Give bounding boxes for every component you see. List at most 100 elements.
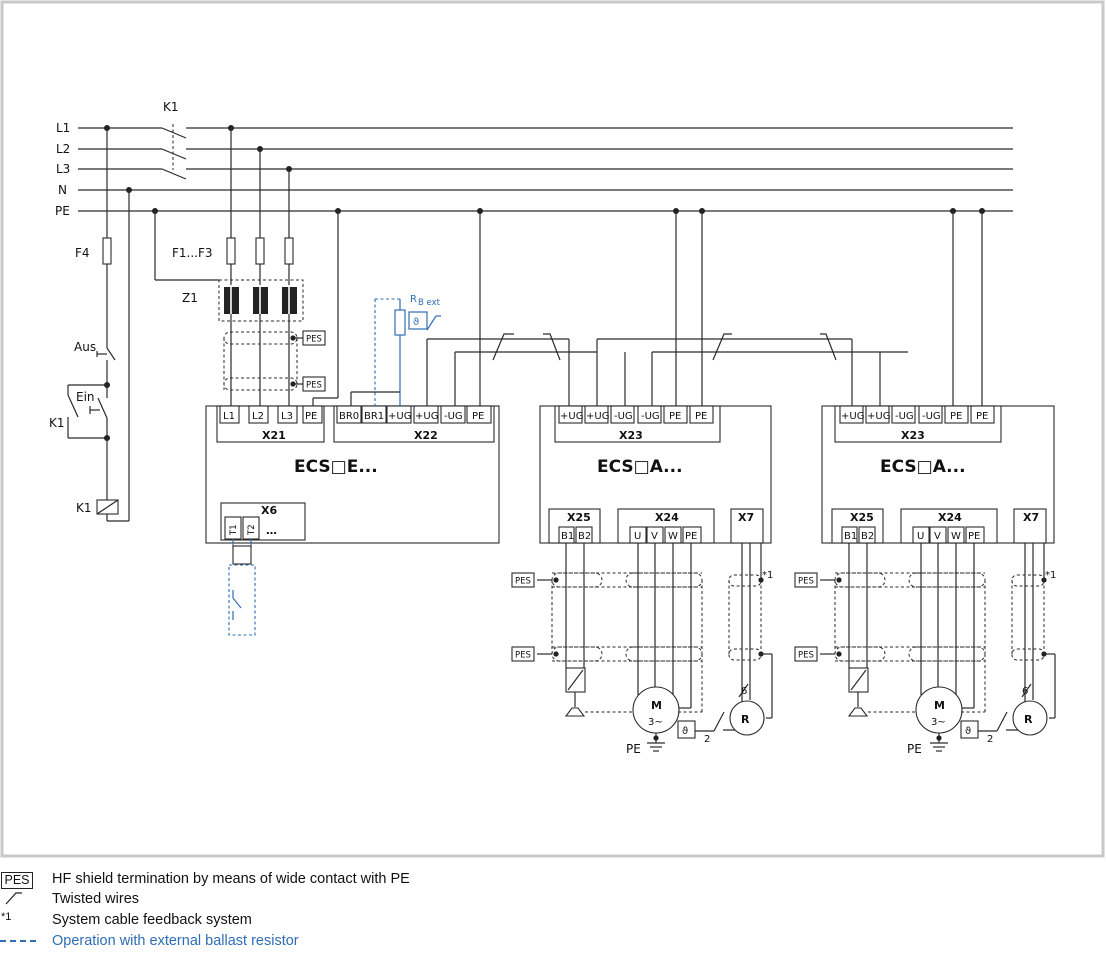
theta-icon: ϑ bbox=[413, 317, 419, 328]
star1-symbol: *1 bbox=[1, 911, 12, 923]
resolver-label: R bbox=[741, 713, 750, 726]
x24-terminal: PE bbox=[968, 531, 980, 542]
x21-terminal: L2 bbox=[252, 411, 264, 422]
legend-text: Operation with external ballast resistor bbox=[52, 933, 299, 949]
x24-title: X24 bbox=[655, 511, 679, 524]
pes-box bbox=[511, 572, 535, 588]
dc-bus-wiring bbox=[426, 208, 985, 406]
mains-busbars bbox=[78, 124, 1013, 212]
twisted-count: 6 bbox=[741, 686, 747, 697]
rb-ext-sub: B ext bbox=[418, 298, 441, 308]
label-n: N bbox=[58, 183, 67, 197]
label-k1-contactor: K1 bbox=[163, 100, 179, 114]
thermal-contact-blue bbox=[228, 539, 256, 636]
dashed-blue-line-icon bbox=[0, 930, 46, 954]
pes-box bbox=[511, 646, 535, 662]
x22-terminal: PE bbox=[472, 411, 484, 422]
x22-terminal: BR1 bbox=[364, 411, 384, 422]
pes-label: PES bbox=[798, 577, 814, 587]
label-pe: PE bbox=[55, 204, 70, 218]
x21-terminal: PE bbox=[305, 411, 317, 422]
control-circuit bbox=[67, 125, 132, 522]
label-z1: Z1 bbox=[182, 291, 198, 305]
label-l1: L1 bbox=[56, 121, 70, 135]
legend-text: HF shield termination by means of wide c… bbox=[52, 871, 410, 887]
x23-title: X23 bbox=[901, 429, 925, 442]
x22-title: X22 bbox=[414, 429, 438, 442]
x23-terminal: +UG bbox=[841, 411, 864, 422]
x24-terminal: U bbox=[917, 531, 924, 542]
pe-ground-label: PE bbox=[626, 742, 641, 756]
legend-text: System cable feedback system bbox=[52, 912, 252, 928]
axis-module-1 bbox=[539, 405, 772, 544]
x7-title: X7 bbox=[1023, 511, 1039, 524]
supply-module-name: ECS□E... bbox=[294, 457, 378, 477]
pe-ground-label: PE bbox=[907, 742, 922, 756]
supply-feed bbox=[152, 125, 341, 406]
theta-icon: ϑ bbox=[682, 726, 688, 737]
pes-box bbox=[302, 376, 326, 392]
x23-terminal: PE bbox=[669, 411, 681, 422]
label-f4: F4 bbox=[75, 246, 90, 260]
label-fuses: F1...F3 bbox=[172, 246, 213, 260]
x6-more: … bbox=[266, 524, 277, 537]
pes-label: PES bbox=[515, 577, 531, 587]
x25-title: X25 bbox=[850, 511, 874, 524]
motor-wiring-2 bbox=[820, 543, 1056, 752]
axis-module-name: ECS□A... bbox=[597, 457, 683, 477]
twisted-count: 2 bbox=[704, 734, 710, 745]
x23-terminal: -UG bbox=[895, 411, 914, 422]
x25-terminal: B2 bbox=[861, 531, 874, 542]
motor-phase-label: 3~ bbox=[648, 717, 663, 728]
pes-label: PES bbox=[306, 335, 322, 345]
x21-terminal: L1 bbox=[223, 411, 235, 422]
x24-terminal: U bbox=[634, 531, 641, 542]
x24-terminal: V bbox=[651, 531, 658, 542]
x23-terminal: PE bbox=[695, 411, 707, 422]
x23-terminal: -UG bbox=[641, 411, 660, 422]
star1-marker: *1 bbox=[762, 570, 773, 581]
resolver-label: R bbox=[1024, 713, 1033, 726]
twisted-count: 6 bbox=[1022, 686, 1028, 697]
x23-title: X23 bbox=[619, 429, 643, 442]
x24-terminal: W bbox=[951, 531, 961, 542]
label-k1-hold: K1 bbox=[49, 416, 65, 430]
x24-terminal: V bbox=[934, 531, 941, 542]
pes-label: PES bbox=[306, 381, 322, 391]
pes-label: PES bbox=[798, 651, 814, 661]
motor-label: M bbox=[651, 699, 662, 712]
label-k1-coil: K1 bbox=[76, 501, 92, 515]
pes-label: PES bbox=[515, 651, 531, 661]
x24-terminal: W bbox=[668, 531, 678, 542]
axis-module-name: ECS□A... bbox=[880, 457, 966, 477]
rb-ext-main: R bbox=[410, 294, 417, 305]
label-l2: L2 bbox=[56, 142, 70, 156]
motor-wiring-1 bbox=[537, 543, 773, 752]
x25-terminal: B1 bbox=[844, 531, 857, 542]
x25-terminal: B2 bbox=[578, 531, 591, 542]
x22-terminal: -UG bbox=[444, 411, 463, 422]
x22-terminal: BR0 bbox=[339, 411, 359, 422]
twisted-count: 2 bbox=[987, 734, 993, 745]
x24-title: X24 bbox=[938, 511, 962, 524]
x7-title: X7 bbox=[738, 511, 754, 524]
pes-box bbox=[794, 572, 818, 588]
x23-terminal: PE bbox=[950, 411, 962, 422]
pes-box bbox=[794, 646, 818, 662]
pes-box bbox=[302, 330, 326, 346]
x25-terminal: B1 bbox=[561, 531, 574, 542]
label-aus: Aus bbox=[74, 340, 96, 354]
motor-label: M bbox=[934, 699, 945, 712]
motor-phase-label: 3~ bbox=[931, 717, 946, 728]
x6-terminal: T1 bbox=[229, 524, 239, 536]
axis-module-2 bbox=[821, 405, 1055, 544]
x23-terminal: -UG bbox=[922, 411, 941, 422]
x21-terminal: L3 bbox=[281, 411, 293, 422]
x23-terminal: +UG bbox=[586, 411, 609, 422]
x25-title: X25 bbox=[567, 511, 591, 524]
star1-marker: *1 bbox=[1045, 570, 1056, 581]
x23-terminal: +UG bbox=[867, 411, 890, 422]
x23-terminal: PE bbox=[976, 411, 988, 422]
x23-terminal: -UG bbox=[614, 411, 633, 422]
label-l3: L3 bbox=[56, 162, 70, 176]
